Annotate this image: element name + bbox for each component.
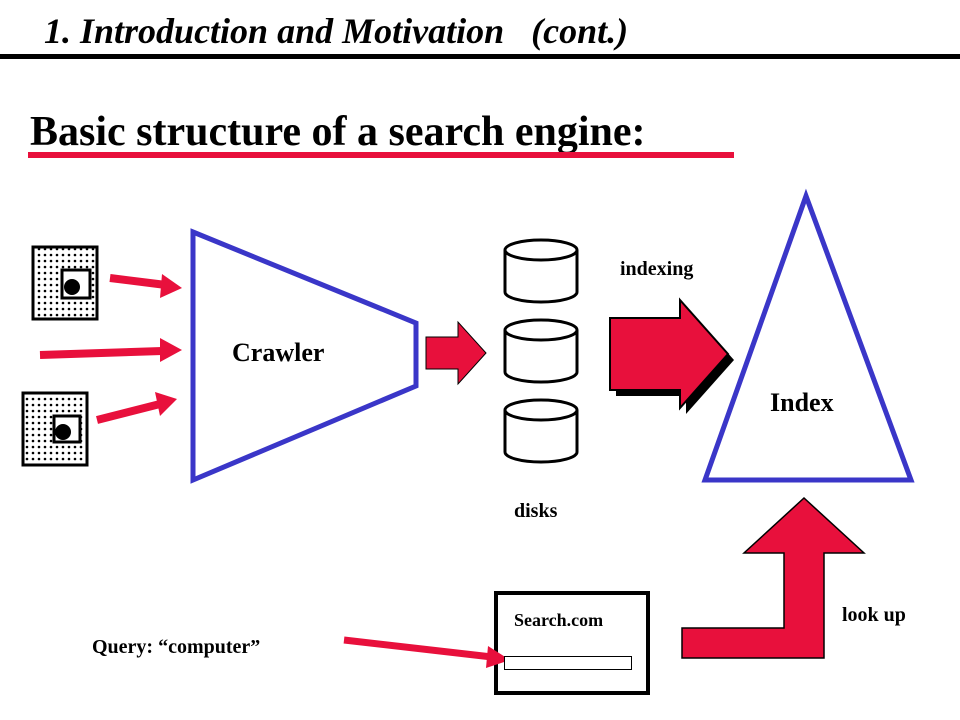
crawler-funnel: [190, 228, 419, 484]
page-to-crawler-arrow: [96, 392, 177, 424]
title-rule: [0, 54, 960, 59]
indexing-label: indexing: [620, 258, 694, 280]
crawler-to-disks-arrow: [425, 320, 487, 386]
page-to-crawler-arrow: [109, 274, 182, 298]
page-to-crawler-arrow: [39, 338, 182, 362]
lookup-label: look up: [842, 604, 906, 626]
crawler-label: Crawler: [232, 338, 325, 367]
search-window: [494, 591, 650, 695]
web-page-icon: [31, 245, 99, 321]
query-arrow: [343, 636, 510, 668]
subtitle-underline: [28, 152, 734, 158]
subtitle: Basic structure of a search engine:: [30, 109, 646, 155]
disk-icon: [503, 318, 579, 384]
web-page-icon: [21, 391, 89, 467]
indexing-arrow: [609, 297, 734, 414]
index-triangle: [701, 188, 915, 483]
search-window-title: Search.com: [514, 610, 604, 630]
disk-icon: [503, 398, 579, 464]
query-label: Query: “computer”: [92, 636, 261, 658]
slide-title: 1. Introduction and Motivation (cont.): [44, 11, 629, 51]
disks-label: disks: [514, 500, 558, 522]
index-label: Index: [770, 388, 834, 417]
lookup-arrow: [681, 496, 866, 659]
disk-icon: [503, 238, 579, 304]
search-input[interactable]: [504, 656, 632, 670]
